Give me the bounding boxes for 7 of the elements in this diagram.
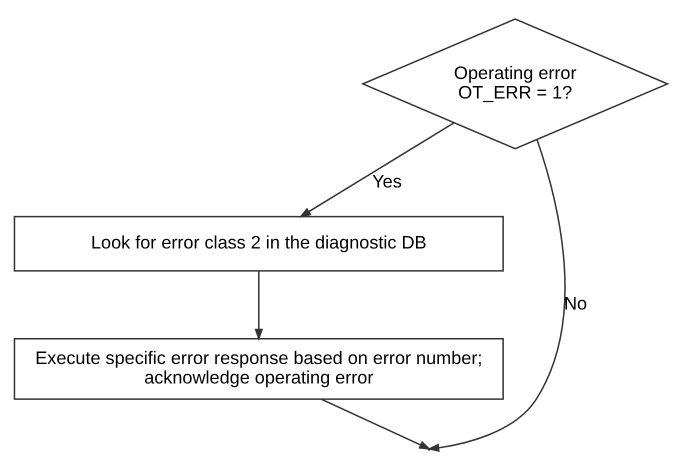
arrow xyxy=(254,270,264,340)
node-diamond: Operating error OT_ERR = 1? xyxy=(360,18,670,150)
node-box: Execute specific error response based on error number; acknowledge operating error xyxy=(14,338,504,400)
node-box: Look for error class 2 in the diagnostic DB xyxy=(14,215,504,272)
edge-label: No xyxy=(564,293,588,314)
edge-label: Yes xyxy=(372,170,402,191)
arrow xyxy=(298,122,454,218)
